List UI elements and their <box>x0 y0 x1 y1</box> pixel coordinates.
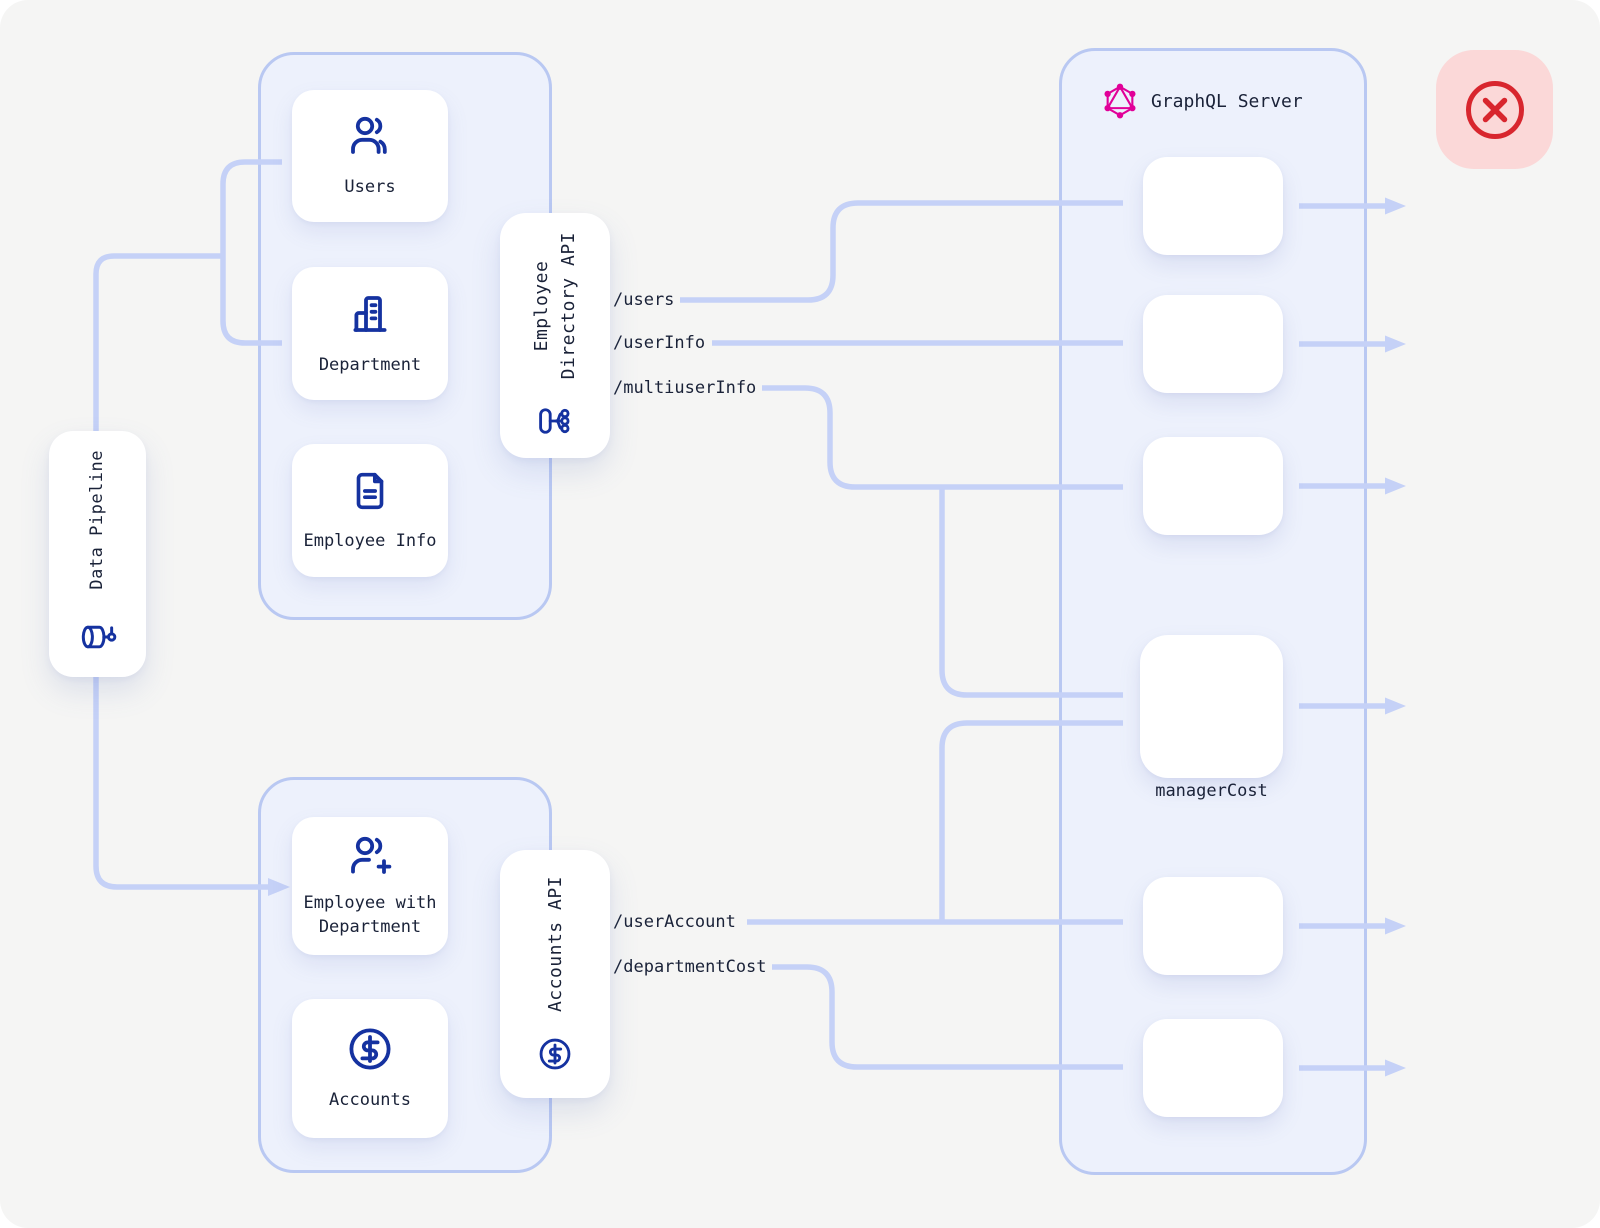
multiuserinfo-endpoint-line <box>762 385 1123 490</box>
data-pipeline-card: Data Pipeline <box>49 431 146 677</box>
useraccount-to-managercost-line <box>939 720 1123 922</box>
users-endpoint-line <box>680 200 1123 303</box>
users-icon <box>346 112 394 160</box>
circle-x-icon <box>1461 76 1529 144</box>
arrowhead-5 <box>1385 917 1406 935</box>
branch-to-users-department-line <box>220 159 282 346</box>
gql-resolver-box-1 <box>1143 157 1283 255</box>
employee-directory-api-card: Employee Directory API <box>500 213 610 458</box>
arrowheads <box>268 197 1406 1077</box>
department-node: Department <box>292 267 448 400</box>
gql-resolver-box-3 <box>1143 437 1283 535</box>
arrowhead-2 <box>1385 335 1406 353</box>
pipeline-icon <box>77 616 119 658</box>
pipeline-to-branch-line <box>93 253 223 431</box>
pipeline-to-employee-with-department-line <box>93 677 268 890</box>
multiuserinfo-to-managercost-line <box>939 487 1123 698</box>
employee-info-node-label: Employee Info <box>303 530 437 551</box>
arrowhead-6 <box>1385 1059 1406 1077</box>
graphql-server-title: GraphQL Server <box>1151 90 1303 112</box>
gql-resolver-box-5 <box>1143 877 1283 975</box>
employee-info-node: Employee Info <box>292 444 448 577</box>
endpoint-userinfo: /userInfo <box>613 333 706 353</box>
managercost-label: managerCost <box>1155 781 1268 801</box>
graphql-logo <box>1101 82 1139 120</box>
gql-resolver-box-6 <box>1143 1019 1283 1117</box>
arrowhead-4 <box>1385 697 1406 715</box>
endpoint-users: /users <box>613 290 675 310</box>
document-icon <box>347 468 393 514</box>
gql-resolver-box-2 <box>1143 295 1283 393</box>
endpoint-multiuserinfo: /multiuserInfo <box>613 378 757 398</box>
arrowhead-employee-with-department <box>268 878 290 896</box>
accounts-api-card: Accounts API <box>500 850 610 1098</box>
employee-directory-api-label: Employee Directory API <box>531 231 579 380</box>
flow-icon <box>537 403 573 439</box>
employee-with-department-label: Employee with Department <box>303 893 437 937</box>
accounts-node: Accounts <box>292 999 448 1138</box>
building-icon <box>346 290 394 338</box>
endpoint-departmentcost: /departmentCost <box>613 957 767 977</box>
graphql-server-header: GraphQL Server <box>1101 82 1303 120</box>
dollar-circle-icon <box>537 1036 573 1072</box>
data-pipeline-label: Data Pipeline <box>87 450 107 590</box>
users-node-label: Users <box>344 177 396 198</box>
close-button[interactable] <box>1436 50 1553 169</box>
accounts-node-label: Accounts <box>329 1089 411 1110</box>
users-node: Users <box>292 90 448 222</box>
department-node-label: Department <box>318 354 422 375</box>
dollar-circle-icon <box>346 1025 394 1073</box>
arrowhead-3 <box>1385 477 1406 495</box>
departmentcost-endpoint-line <box>772 964 1123 1070</box>
arrowhead-1 <box>1385 197 1406 215</box>
gql-resolver-box-managercost <box>1140 635 1283 778</box>
endpoint-useraccount: /userAccount <box>613 912 736 932</box>
accounts-api-label: Accounts API <box>544 875 566 1013</box>
employee-with-department-node: Employee with Department <box>292 817 448 955</box>
user-plus-icon <box>346 832 394 880</box>
